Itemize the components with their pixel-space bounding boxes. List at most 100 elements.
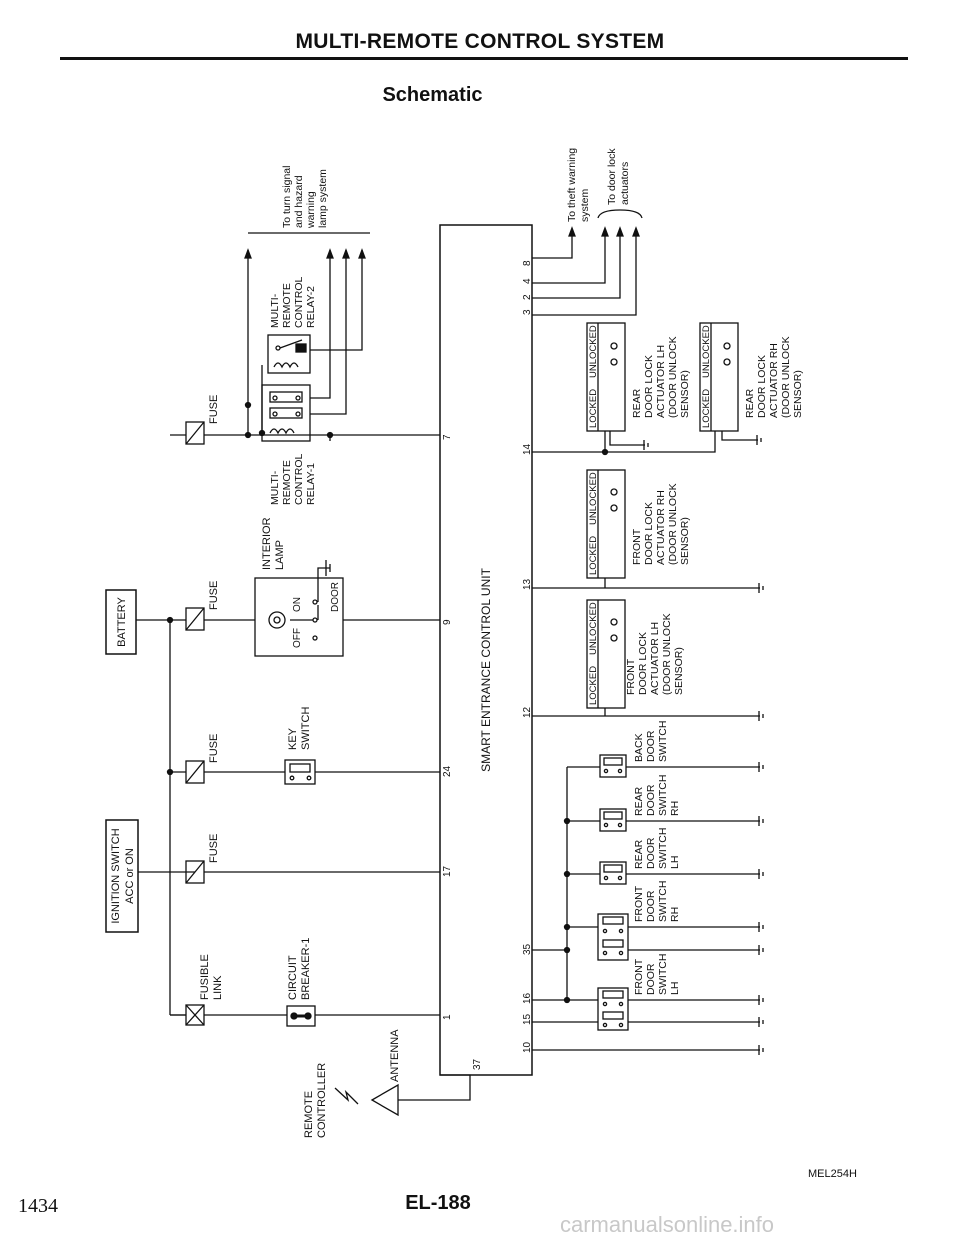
lamp-door: DOOR (330, 582, 341, 612)
front-sw-rh-label-1: FRONT (633, 885, 645, 922)
turn-signal-2: and hazard (293, 175, 305, 228)
rear-sw-lh-label-2: DOOR (645, 837, 657, 869)
theft-label-1: To theft warning (566, 148, 578, 222)
front-lh-label-3: ACTUATOR LH (649, 622, 661, 695)
rear-door-switch-rh: REAR DOOR SWITCH RH (567, 775, 764, 832)
rear-rh-label-2: DOOR LOCK (756, 355, 768, 418)
front-sw-lh-label-3: SWITCH (657, 954, 669, 995)
front-rh-locked: LOCKED (588, 536, 599, 575)
back-door-switch: BACK DOOR SWITCH (567, 721, 764, 778)
lamp-label-2: LAMP (274, 540, 286, 570)
terminal-8: 8 (522, 260, 533, 266)
rear-lh-label-5: SENSOR) (679, 370, 691, 418)
ignition-switch-block: IGNITION SWITCH ACC or ON (105, 819, 139, 933)
terminal-1: 1 (442, 1014, 453, 1020)
unit-label: SMART ENTRANCE CONTROL UNIT (479, 567, 493, 771)
front-rh-unlocked: UNLOCKED (588, 472, 599, 525)
relay-1: MULTI- REMOTE CONTROL RELAY-1 (261, 384, 317, 505)
relay-2-label-4: RELAY-2 (305, 286, 317, 328)
fuse-relay-label: FUSE (208, 395, 220, 424)
terminal-15: 15 (522, 1013, 533, 1025)
relay-1-label-2: REMOTE (281, 460, 293, 505)
battery-block: BATTERY (105, 589, 137, 655)
rear-lh-label-1: REAR (631, 388, 643, 418)
lamp-off: OFF (292, 628, 303, 648)
rear-lh-label-3: ACTUATOR LH (655, 345, 667, 418)
front-sw-rh-label-2: DOOR (645, 890, 657, 922)
terminal-2: 2 (522, 294, 533, 300)
front-rh-label-2: DOOR LOCK (643, 502, 655, 565)
front-lh-locked: LOCKED (588, 666, 599, 705)
rear-door-lock-actuator-rh: LOCKED UNLOCKED REAR DOOR LOCK ACTUATOR … (699, 322, 804, 445)
rear-door-switch-lh: REAR DOOR SWITCH LH (567, 828, 764, 885)
rear-sw-lh-label-1: REAR (633, 839, 645, 869)
terminal-13: 13 (522, 578, 533, 590)
circuit-breaker: CIRCUIT BREAKER-1 (286, 938, 316, 1027)
fuse-key-label: FUSE (208, 734, 220, 763)
rear-lh-label-2: DOOR LOCK (643, 355, 655, 418)
rear-lh-locked: LOCKED (588, 389, 599, 428)
antenna-label: ANTENNA (389, 1029, 401, 1082)
relay-1-label-4: RELAY-1 (305, 463, 317, 505)
relay-1-label-1: MULTI- (269, 470, 281, 505)
remote-label-1: REMOTE (303, 1091, 315, 1138)
relay-2: MULTI- REMOTE CONTROL RELAY-2 (267, 277, 317, 374)
fusible-link-label-2: LINK (212, 975, 224, 1000)
ignition-sublabel: ACC or ON (124, 848, 136, 904)
lamp-label-1: INTERIOR (261, 517, 273, 570)
terminal-35: 35 (522, 943, 533, 955)
page-subtitle: Schematic (382, 84, 483, 106)
rear-rh-locked: LOCKED (701, 389, 712, 428)
page-title: MULTI-REMOTE CONTROL SYSTEM (295, 30, 665, 53)
terminal-37: 37 (472, 1058, 483, 1070)
front-lh-label-4: (DOOR UNLOCK (661, 613, 673, 695)
relay-1-label-3: CONTROL (293, 454, 305, 505)
key-switch-label-2: SWITCH (300, 707, 312, 750)
front-lh-label-1: FRONT (625, 658, 637, 695)
rear-door-lock-actuator-lh: LOCKED UNLOCKED REAR DOOR LOCK ACTUATOR … (586, 322, 691, 450)
front-sw-rh-label-3: SWITCH (657, 881, 669, 922)
fuse-ignition: FUSE (185, 834, 220, 884)
breaker-label-1: CIRCUIT (287, 955, 299, 1000)
front-sw-lh-label-2: DOOR (645, 963, 657, 995)
remote-controller: REMOTE CONTROLLER (303, 1063, 359, 1138)
back-door-label-1: BACK (633, 733, 645, 762)
fuse-relay: FUSE (185, 395, 220, 445)
front-door-switch-lh: FRONT DOOR SWITCH LH (532, 954, 764, 1031)
door-lock-label-1: To door lock (606, 148, 618, 205)
key-switch-label-1: KEY (287, 727, 299, 750)
page-number: 1434 (18, 1195, 58, 1217)
ignition-label: IGNITION SWITCH (110, 828, 122, 923)
front-rh-label-5: SENSOR) (679, 517, 691, 565)
front-lh-unlocked: UNLOCKED (588, 602, 599, 655)
rear-sw-lh-label-3: SWITCH (657, 828, 669, 869)
interior-lamp: INTERIOR LAMP ON OFF DOOR (254, 517, 344, 657)
terminal-9: 9 (442, 619, 453, 625)
front-rh-label-3: ACTUATOR RH (655, 490, 667, 565)
remote-label-2: CONTROLLER (316, 1063, 328, 1138)
terminal-7: 7 (442, 434, 453, 440)
front-door-switch-rh: FRONT DOOR SWITCH RH (567, 881, 764, 961)
rear-lh-unlocked: UNLOCKED (588, 325, 599, 378)
door-lock-label-2: actuators (619, 162, 631, 205)
rear-sw-rh-label-3: SWITCH (657, 775, 669, 816)
battery-label: BATTERY (116, 596, 128, 646)
fuse-key: FUSE (185, 734, 220, 784)
key-switch: KEY SWITCH (284, 707, 316, 785)
terminal-3: 3 (522, 309, 533, 315)
rear-rh-label-1: REAR (744, 388, 756, 418)
back-door-label-3: SWITCH (657, 721, 669, 762)
breaker-label-2: BREAKER-1 (300, 938, 312, 1000)
watermark: carmanualsonline.info (560, 1212, 775, 1237)
title-rule (60, 57, 908, 60)
front-lh-label-5: SENSOR) (673, 647, 685, 695)
fuse-ignition-label: FUSE (208, 834, 220, 863)
control-unit: SMART ENTRANCE CONTROL UNIT 7 9 24 17 1 … (439, 224, 533, 1076)
front-sw-lh-label-1: FRONT (633, 958, 645, 995)
relay-2-label-3: CONTROL (293, 277, 305, 328)
front-door-lock-actuator-rh: LOCKED UNLOCKED FRONT DOOR LOCK ACTUATOR… (586, 469, 691, 579)
turn-signal-1: To turn signal (281, 166, 293, 228)
figure-id: MEL254H (808, 1168, 857, 1180)
fuse-lamp: FUSE (185, 581, 220, 631)
